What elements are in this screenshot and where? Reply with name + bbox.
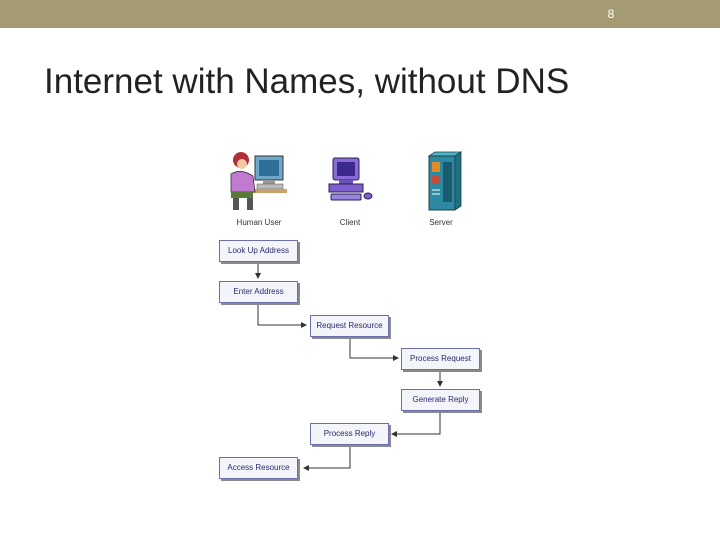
human-user-label: Human User <box>236 218 282 227</box>
slide-number: 8 <box>607 7 615 21</box>
step-process-request: Process Request <box>401 348 480 370</box>
header-bar: 8 <box>0 0 720 28</box>
client-label: Client <box>339 218 361 227</box>
step-process-reply: Process Reply <box>310 423 389 445</box>
arrow-generate-to-reply <box>391 411 441 437</box>
step-access-resource: Access Resource <box>219 457 298 479</box>
arrow-enter-to-request <box>257 303 307 328</box>
server-icon <box>427 151 463 211</box>
human-user-icon <box>230 152 287 210</box>
step-request-resource: Request Resource <box>310 315 389 337</box>
client-computer-icon <box>328 157 373 201</box>
arrow-reply-to-access <box>303 446 351 471</box>
step-generate-reply: Generate Reply <box>401 389 480 411</box>
step-enter-address: Enter Address <box>219 281 298 303</box>
slide-title: Internet with Names, without DNS <box>44 62 570 101</box>
server-label: Server <box>429 218 453 227</box>
step-look-up-address: Look Up Address <box>219 240 298 262</box>
arrow-request-to-process <box>349 337 399 361</box>
